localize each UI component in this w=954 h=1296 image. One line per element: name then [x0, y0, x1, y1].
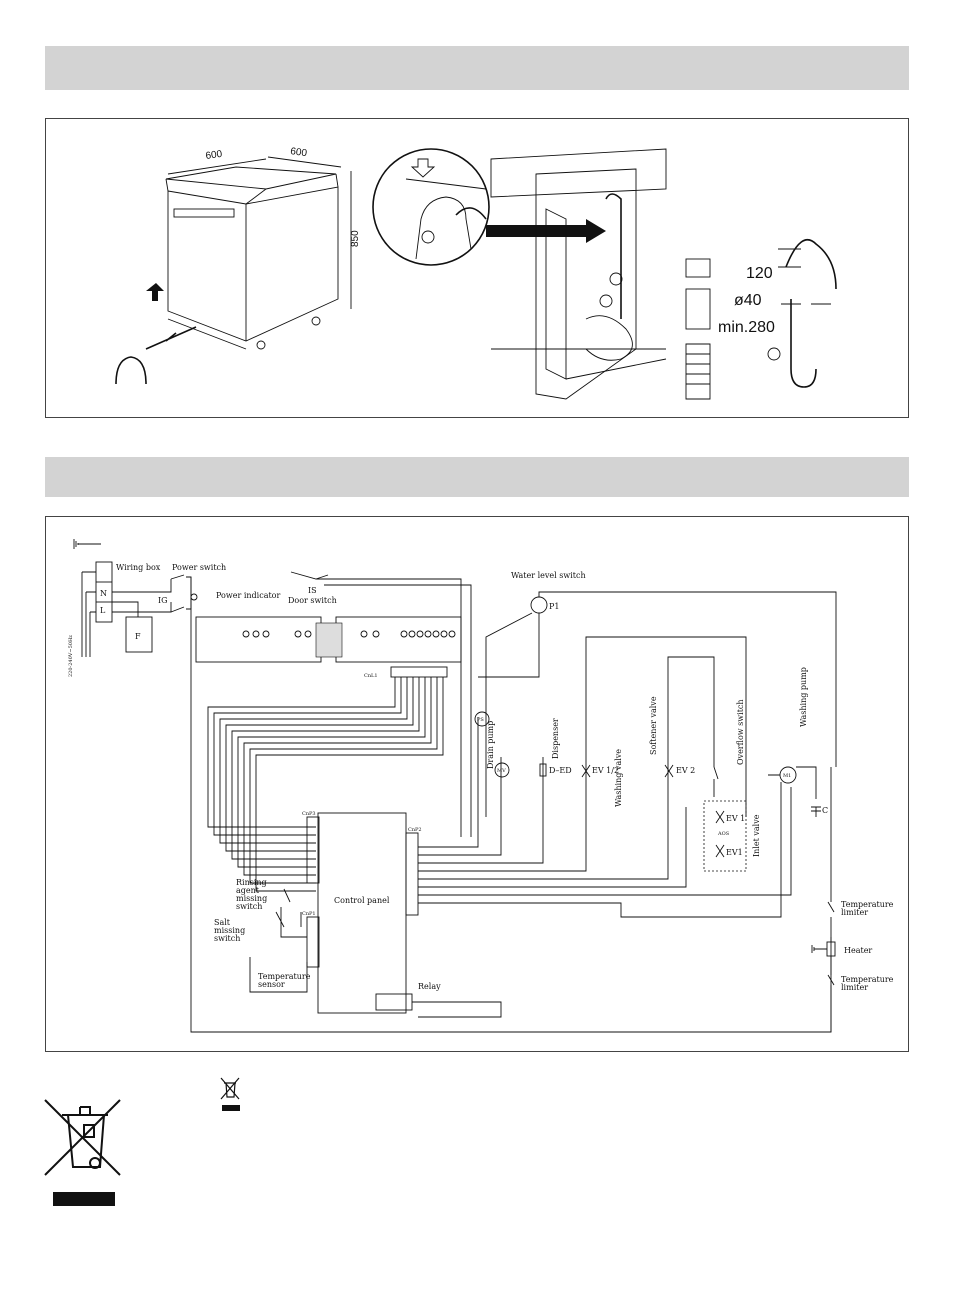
- installation-illustration: 600 600 850: [115, 146, 837, 400]
- cnp2-label: CnP2: [408, 827, 422, 833]
- power-indicator-label: Power indicator: [216, 591, 280, 600]
- dim-width: 600: [205, 149, 223, 162]
- door-switch-label: Door switch: [288, 596, 337, 605]
- filter-f: [125, 616, 153, 653]
- cabinet-drawing: [490, 148, 667, 400]
- cnp3-label: CnP3: [302, 811, 316, 817]
- section-header-bar-2: [45, 457, 909, 497]
- section-header-bar-1: [45, 46, 909, 90]
- cnl1-label: CnL1: [364, 673, 378, 679]
- wiring-box-label: Wiring box: [116, 563, 161, 572]
- weee-small-bin-icon: [220, 1077, 240, 1111]
- dishwasher-drawing: [115, 156, 352, 385]
- ig-label: IG: [158, 596, 168, 605]
- filter-f-label: F: [135, 632, 141, 641]
- ps-label: PS: [477, 717, 484, 723]
- heater-label: Heater: [844, 946, 872, 955]
- hose-diameter-label: ø40: [734, 292, 762, 309]
- inlet-valve-box: [703, 800, 747, 872]
- m1-label: M1: [783, 773, 791, 779]
- display-board-right: [335, 616, 462, 663]
- control-panel-label: Control panel: [334, 896, 390, 905]
- mv-motor: [494, 762, 510, 778]
- washing-valve-label: Washing valve: [614, 749, 623, 807]
- display-board-left: [195, 616, 322, 663]
- washing-pump-label: Washing pump: [799, 667, 808, 727]
- c-label: C: [822, 806, 828, 815]
- overflow-switch-label: Overflow switch: [736, 699, 745, 765]
- ev1a-label: EV 1: [726, 814, 745, 823]
- dim-height: 850: [350, 230, 361, 247]
- mv-label: MV: [497, 768, 506, 774]
- p1-label: P1: [549, 602, 559, 611]
- water-level-switch: [530, 596, 548, 614]
- installation-figure-panel: 600 600 850: [45, 118, 909, 418]
- dispenser-label: Dispenser: [551, 718, 560, 759]
- weee-crossed-bin-icon: [44, 1099, 121, 1206]
- ded-label: D–ED: [549, 766, 572, 775]
- hose-top-label: 120: [746, 265, 773, 282]
- dim-depth: 600: [290, 146, 308, 159]
- wiring-n: N: [100, 589, 107, 598]
- hose-detail-magnifier: [372, 148, 490, 266]
- relay-label: Relay: [418, 982, 441, 991]
- wiring-diagram: N L Wiring box 220-240V~50Hz F IG Power …: [68, 539, 894, 1033]
- softener-valve-label: Softener valve: [649, 696, 658, 755]
- wiring-l: L: [100, 606, 106, 615]
- is-label: IS: [308, 586, 317, 595]
- inlet-valve-label: Inlet valve: [752, 814, 761, 857]
- relay: [375, 993, 413, 1011]
- wiring-diagram-panel: N L Wiring box 220-240V~50Hz F IG Power …: [45, 516, 909, 1052]
- hose-parts: [685, 239, 837, 400]
- display-leds: [242, 630, 456, 638]
- cnl1-connector: [390, 666, 448, 678]
- drain-pump-label: Drain pump: [486, 721, 495, 769]
- hose-min-label: min.280: [718, 319, 775, 336]
- drain-pump-ps: [474, 711, 490, 727]
- control-panel: [317, 812, 407, 1014]
- aos-label: AOS: [717, 831, 730, 837]
- ev1b-label: EV1: [726, 848, 743, 857]
- ev2-label: EV 2: [676, 766, 695, 775]
- supply-label: 220-240V~50Hz: [68, 635, 74, 677]
- water-level-switch-label: Water level switch: [511, 571, 586, 580]
- cnp1-label: CnP1: [302, 911, 316, 917]
- ev12-label: EV 1/2: [592, 766, 619, 775]
- power-switch-label: Power switch: [172, 563, 226, 572]
